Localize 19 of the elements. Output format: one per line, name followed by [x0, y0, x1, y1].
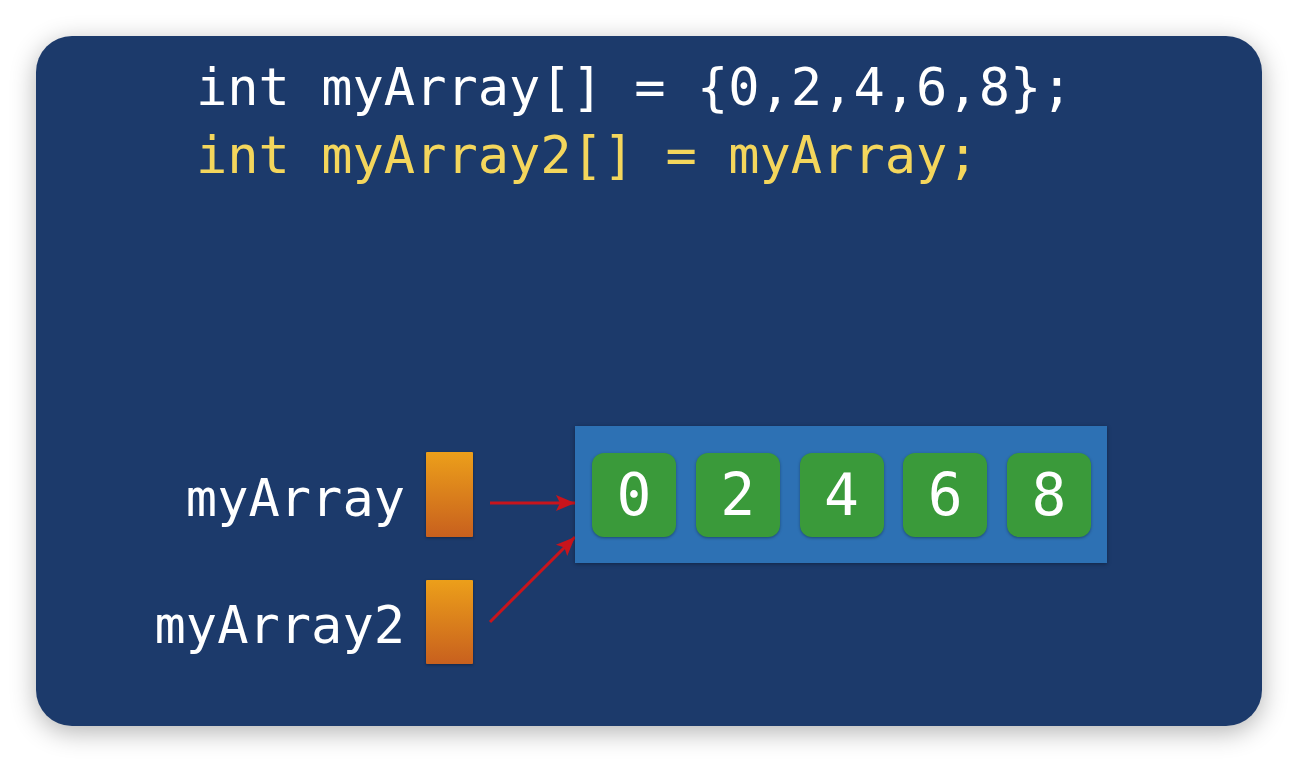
element-value: 4	[823, 463, 860, 527]
array-element-tile	[903, 453, 988, 537]
code-line: int myArray2[] = myArray;	[196, 125, 979, 185]
array-element-tile	[799, 453, 884, 537]
array-element-tile	[1007, 453, 1091, 537]
variable-name: myArray2	[154, 595, 405, 655]
reference-bar	[426, 452, 473, 537]
array-element-tile	[695, 453, 780, 537]
code-line: int myArray[] = {0,2,4,6,8};	[196, 57, 1073, 117]
arrow	[490, 495, 575, 511]
element-value: 2	[719, 463, 757, 527]
element-value: 0	[615, 463, 653, 527]
array-element-tile	[592, 453, 676, 537]
element-value: 6	[926, 463, 964, 527]
reference-bar	[426, 580, 473, 664]
array-container	[575, 426, 1107, 563]
arrow	[488, 535, 577, 624]
element-value: 8	[1030, 463, 1068, 527]
variable-name: myArray	[185, 467, 405, 528]
